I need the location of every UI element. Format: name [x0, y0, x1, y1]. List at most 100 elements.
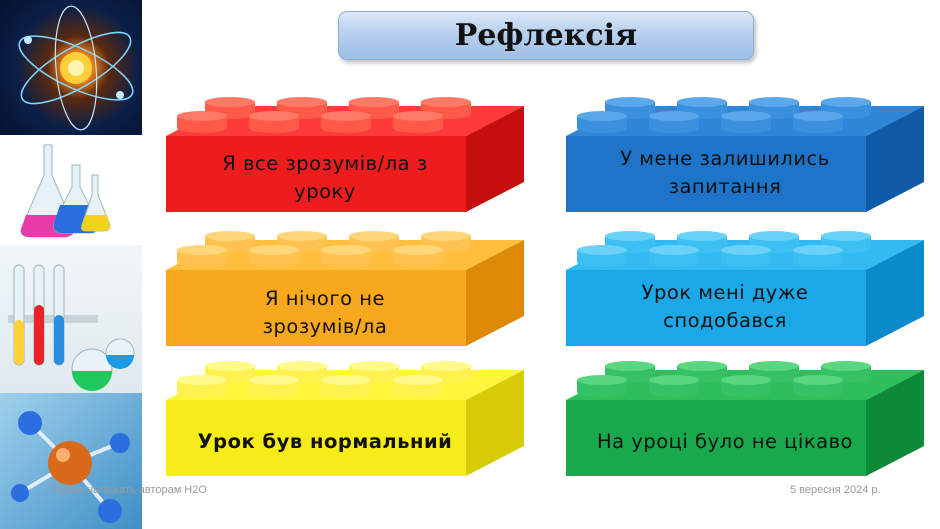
brick-stud	[249, 375, 299, 385]
brick-stud	[205, 97, 255, 107]
brick-orange: Я нічого не зрозумів/ла	[166, 222, 526, 347]
brick-stud	[249, 387, 299, 397]
brick-stud	[393, 257, 443, 267]
brick-stud	[177, 123, 227, 133]
brick-stud	[177, 111, 227, 121]
brick-stud	[249, 123, 299, 133]
brick-stud	[393, 387, 443, 397]
brick-darkblue: У мене залишились запитання	[566, 88, 926, 213]
brick-stud	[649, 375, 699, 385]
brick-stud	[421, 231, 471, 241]
brick-stud	[577, 375, 627, 385]
brick-front-face	[166, 400, 466, 476]
brick-stud	[277, 231, 327, 241]
brick-stud	[277, 361, 327, 371]
brick-lightblue-shape	[566, 231, 924, 346]
footer-date: 5 вересня 2024 р.	[790, 484, 881, 496]
brick-stud	[605, 361, 655, 371]
brick-stud	[577, 123, 627, 133]
brick-stud	[677, 361, 727, 371]
brick-stud	[793, 111, 843, 121]
brick-stud	[821, 231, 871, 241]
brick-lightblue: Урок мені дуже сподобався	[566, 222, 926, 347]
brick-stud	[321, 257, 371, 267]
brick-stud	[249, 257, 299, 267]
page-title: Рефлексія	[454, 18, 638, 53]
brick-front-face	[166, 136, 466, 212]
brick-stud	[321, 387, 371, 397]
brick-stud	[393, 375, 443, 385]
brick-stud	[649, 111, 699, 121]
brick-side-face	[466, 370, 524, 476]
brick-green: На уроці було не цікаво	[566, 352, 926, 477]
brick-red: Я все зрозумів/ла з уроку	[166, 88, 526, 213]
brick-stud	[177, 257, 227, 267]
brick-stud	[205, 231, 255, 241]
brick-stud	[577, 257, 627, 267]
brick-stud	[721, 387, 771, 397]
brick-front-face	[166, 270, 466, 346]
brick-stud	[349, 231, 399, 241]
brick-label: Урок мені дуже сподобався	[641, 281, 809, 332]
brick-stud	[649, 387, 699, 397]
test-tubes-image	[0, 245, 142, 393]
brick-darkblue-shape	[566, 97, 924, 212]
title-banner: Рефлексія	[338, 11, 754, 60]
brick-stud	[821, 97, 871, 107]
brick-stud	[321, 111, 371, 121]
brick-red-shape	[166, 97, 524, 212]
brick-stud	[177, 387, 227, 397]
brick-stud	[677, 97, 727, 107]
brick-label: На уроці було не цікаво	[597, 430, 853, 453]
brick-stud	[249, 245, 299, 255]
brick-front-face	[566, 136, 866, 212]
brick-front-face	[566, 270, 866, 346]
brick-yellow-shape	[166, 361, 524, 476]
brick-stud	[577, 387, 627, 397]
brick-stud	[793, 375, 843, 385]
brick-stud	[793, 257, 843, 267]
sidebar-images	[0, 0, 142, 529]
brick-stud	[721, 123, 771, 133]
brick-stud	[393, 123, 443, 133]
brick-stud	[721, 375, 771, 385]
brick-stud	[277, 97, 327, 107]
brick-stud	[577, 245, 627, 255]
brick-side-face	[866, 370, 924, 476]
brick-stud	[749, 361, 799, 371]
brick-label: У мене залишились запитання	[620, 147, 830, 198]
brick-stud	[649, 257, 699, 267]
brick-orange-shape	[166, 231, 524, 346]
brick-stud	[721, 111, 771, 121]
brick-stud	[177, 375, 227, 385]
brick-label: Я нічого не зрозумів/ла	[262, 287, 388, 338]
brick-stud	[421, 361, 471, 371]
brick-stud	[721, 245, 771, 255]
brick-stud	[393, 111, 443, 121]
flasks-image	[0, 135, 142, 245]
brick-side-face	[866, 106, 924, 212]
brick-yellow: Урок був нормальний	[166, 352, 526, 477]
brick-stud	[821, 361, 871, 371]
brick-stud	[349, 97, 399, 107]
brick-stud	[649, 123, 699, 133]
brick-stud	[321, 245, 371, 255]
brick-stud	[605, 231, 655, 241]
molecule-image	[0, 393, 142, 529]
brick-label: Я все зрозумів/ла з уроку	[222, 152, 428, 203]
brick-stud	[677, 231, 727, 241]
brick-stud	[721, 257, 771, 267]
brick-stud	[349, 361, 399, 371]
brick-stud	[321, 375, 371, 385]
brick-side-face	[466, 240, 524, 346]
brick-label: Урок був нормальний	[197, 430, 453, 453]
brick-green-shape	[566, 361, 924, 476]
brick-stud	[793, 245, 843, 255]
brick-stud	[177, 245, 227, 255]
brick-stud	[605, 97, 655, 107]
brick-stud	[249, 111, 299, 121]
atom-image	[0, 0, 142, 135]
brick-stud	[577, 111, 627, 121]
brick-stud	[793, 387, 843, 397]
brick-stud	[749, 97, 799, 107]
